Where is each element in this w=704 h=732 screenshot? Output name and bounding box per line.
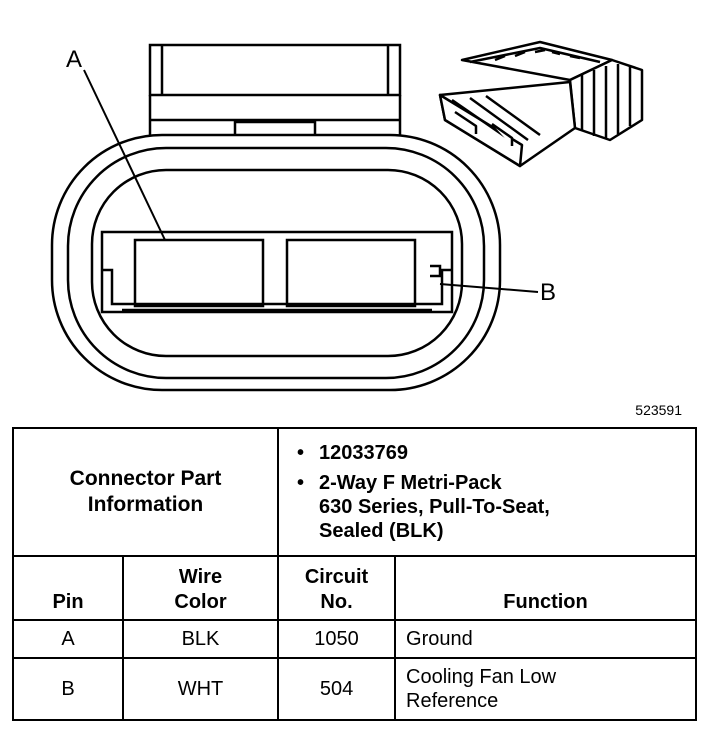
- connector-pinout-table: Connector Part Information • 12033769 • …: [11, 427, 698, 721]
- pin-a-cavity: [133, 238, 265, 308]
- header-circuit: Circuit No.: [277, 555, 397, 621]
- part-number-item: • 12033769: [297, 441, 695, 465]
- row-a-function-line1: Ground: [406, 628, 473, 650]
- row-a-circuit: 1050: [277, 619, 397, 659]
- table-row: B WHT 504 Cooling Fan Low Reference: [12, 657, 698, 721]
- row-b-function-line2: Reference: [406, 690, 499, 712]
- part-number: 12033769: [319, 442, 408, 464]
- description-item: • 2-Way F Metri-Pack 630 Series, Pull-To…: [297, 471, 695, 543]
- bullet-icon: •: [297, 472, 305, 494]
- row-a-pin: A: [12, 619, 124, 659]
- figure-id: 523591: [635, 402, 682, 418]
- connector-info-label-cell: Connector Part Information: [11, 427, 280, 557]
- connector-outer-shell: [50, 133, 502, 392]
- row-b-wire-color: WHT: [121, 657, 280, 721]
- header-wire-color-line1: Wire: [178, 566, 223, 588]
- header-wire-color: Wire Color: [121, 555, 280, 621]
- header-circuit-line2: No.: [320, 591, 353, 613]
- bullet-icon: •: [297, 442, 305, 464]
- row-b-pin: B: [12, 657, 124, 721]
- connector-info-label: Connector Part Information: [69, 467, 222, 516]
- header-circuit-line1: Circuit: [304, 566, 369, 588]
- header-pin: Pin: [12, 555, 124, 621]
- row-b-circuit: 504: [277, 657, 397, 721]
- row-b-function-line1: Cooling Fan Low: [406, 666, 557, 688]
- table-row: A BLK 1050 Ground: [12, 619, 698, 659]
- description-line-2: 630 Series, Pull-To-Seat,: [319, 496, 550, 518]
- header-wire-color-line2: Color: [174, 591, 227, 613]
- row-a-wire-color: BLK: [121, 619, 280, 659]
- connector-info-details-cell: • 12033769 • 2-Way F Metri-Pack 630 Seri…: [277, 427, 698, 557]
- row-b-function: Cooling Fan Low Reference: [394, 657, 698, 721]
- callout-a-label: A: [66, 46, 82, 73]
- connector-perspective-view: [438, 40, 644, 168]
- description-line-3: Sealed (BLK): [319, 520, 444, 542]
- row-a-function: Ground: [394, 619, 698, 659]
- header-function: Function: [394, 555, 698, 621]
- description-line-1: 2-Way F Metri-Pack: [319, 472, 502, 494]
- pin-b-cavity: [285, 238, 417, 308]
- callout-b-label: B: [540, 279, 556, 306]
- callout-b-leader: [439, 283, 539, 293]
- connector-info-list: • 12033769 • 2-Way F Metri-Pack 630 Seri…: [279, 435, 695, 549]
- callout-a-leader: [83, 69, 166, 241]
- connector-diagram: A B: [50, 40, 644, 392]
